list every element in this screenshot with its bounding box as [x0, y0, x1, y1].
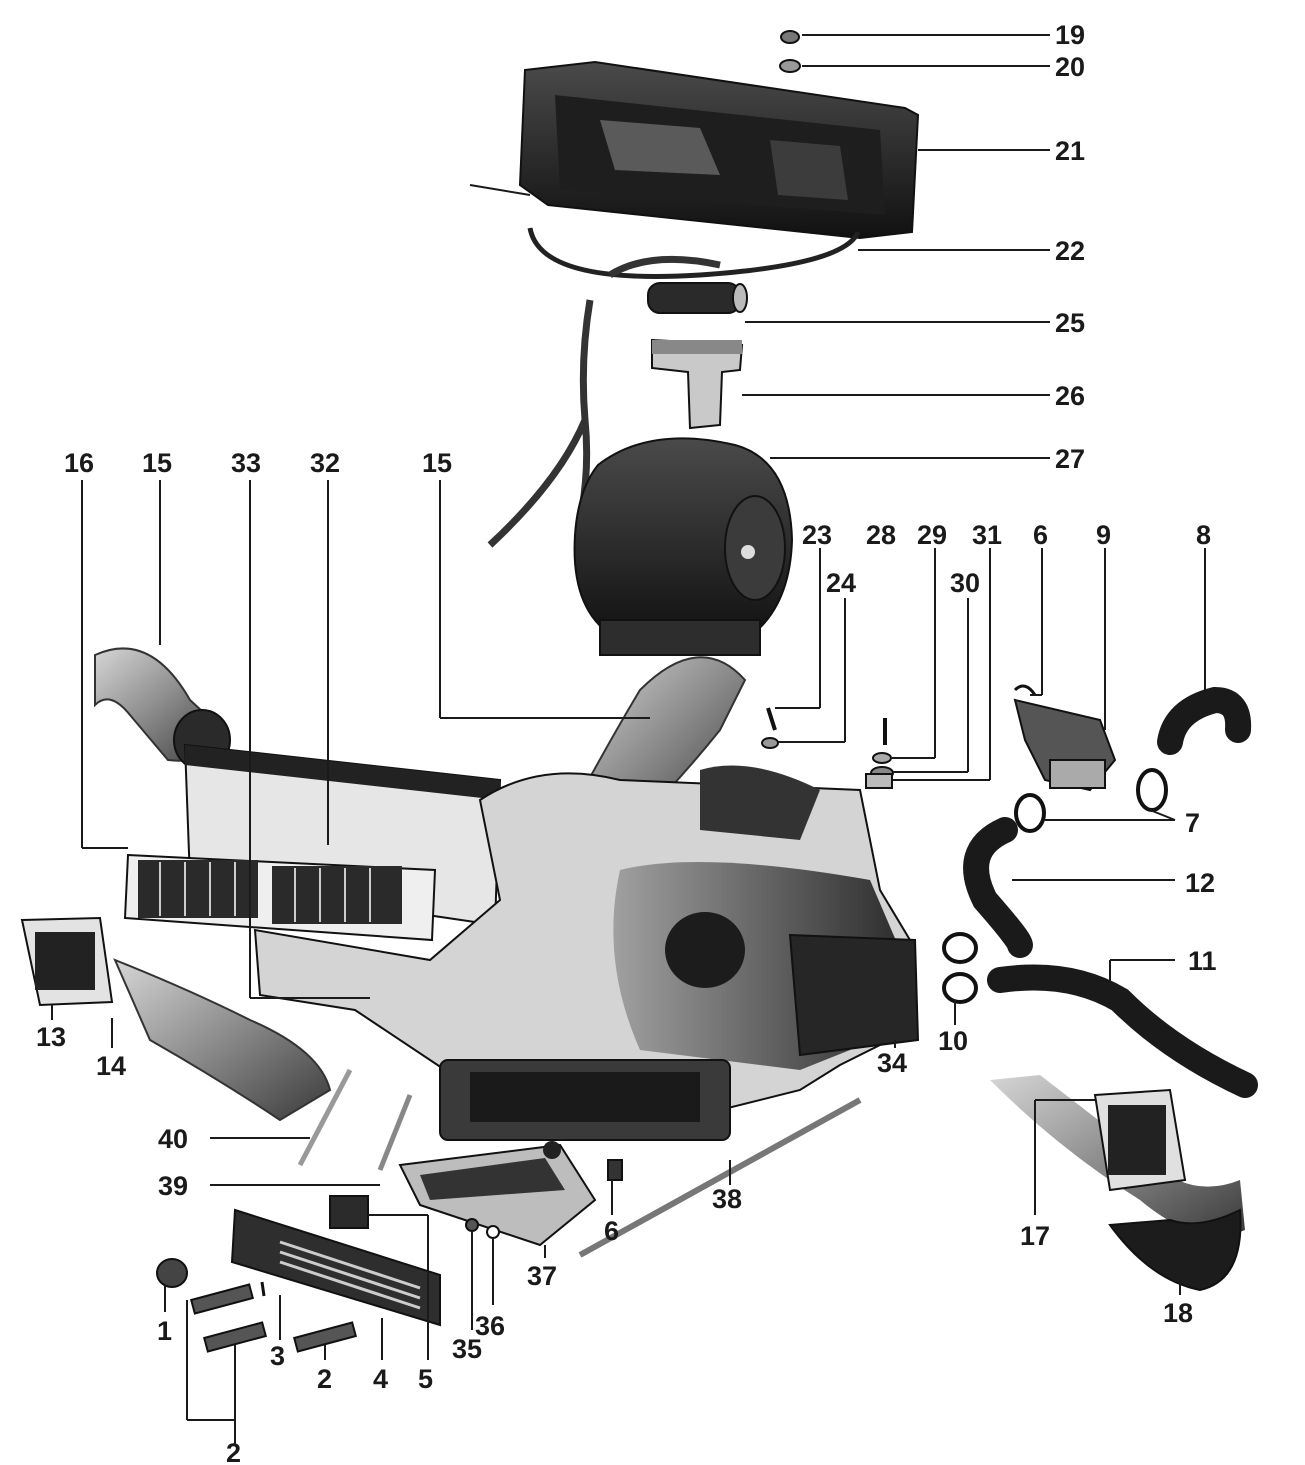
callout-14: 14 — [96, 1051, 126, 1081]
callout-5: 5 — [418, 1364, 433, 1394]
callout-13: 13 — [36, 1022, 66, 1052]
part-valve-9 — [1013, 698, 1117, 792]
part-heat-exchanger-34 — [788, 933, 920, 1057]
callout-27: 27 — [1055, 444, 1085, 474]
callout-35: 35 — [452, 1334, 482, 1364]
callout-20: 20 — [1055, 52, 1085, 82]
callout-18: 18 — [1163, 1298, 1193, 1328]
part-screw-19 — [780, 30, 800, 44]
part-clip-6-top — [1013, 684, 1037, 696]
part-clip-6-bottom — [607, 1159, 623, 1181]
callout-3: 3 — [270, 1341, 285, 1371]
part-air-box-21 — [469, 60, 920, 240]
callout-23: 23 — [802, 520, 832, 550]
callout-33: 33 — [231, 448, 261, 478]
part-knob-1 — [156, 1258, 188, 1288]
callout-17: 17 — [1020, 1221, 1050, 1251]
part-heater-housing — [253, 765, 911, 1141]
callout-31: 31 — [972, 520, 1002, 550]
part-hose-12 — [963, 817, 1033, 958]
part-nut-31 — [865, 773, 893, 789]
part-clamp-10-lower — [942, 972, 978, 1004]
callout-39: 39 — [158, 1171, 188, 1201]
callout-1: 1 — [157, 1316, 172, 1346]
part-cable-39 — [377, 1094, 413, 1171]
callout-36: 36 — [475, 1311, 505, 1341]
part-bracket-26 — [651, 338, 744, 430]
part-blower-27 — [573, 437, 794, 656]
callout-38: 38 — [712, 1184, 742, 1214]
part-cable-40 — [297, 1068, 353, 1167]
part-screw-35 — [465, 1218, 479, 1232]
part-seal-22 — [527, 227, 861, 279]
part-washer-20 — [779, 59, 801, 73]
callout-2-bottom: 2 — [226, 1438, 241, 1465]
part-slider-2c — [292, 1321, 358, 1353]
callout-12: 12 — [1185, 868, 1215, 898]
callout-7: 7 — [1185, 808, 1200, 838]
callout-4: 4 — [373, 1364, 388, 1394]
callout-15-center: 15 — [422, 448, 452, 478]
callout-34: 34 — [877, 1048, 907, 1078]
callout-29: 29 — [917, 520, 947, 550]
part-resistor-25 — [647, 282, 748, 314]
part-washer-36 — [486, 1225, 500, 1239]
part-slider-2b — [202, 1321, 268, 1353]
callout-32: 32 — [310, 448, 340, 478]
callout-16: 16 — [64, 448, 94, 478]
part-screw-23 — [766, 707, 777, 731]
callout-8: 8 — [1196, 520, 1211, 550]
callout-6-bottom: 6 — [604, 1216, 619, 1246]
callout-24: 24 — [826, 568, 856, 598]
callout-11: 11 — [1188, 946, 1217, 976]
callout-40: 40 — [158, 1124, 188, 1154]
part-washer-29 — [872, 752, 892, 764]
callout-6-top: 6 — [1033, 520, 1048, 550]
part-clamp-7-left — [1014, 793, 1046, 833]
part-slider-2a — [189, 1283, 255, 1315]
leader-lines — [51, 34, 1206, 1445]
part-switch-5 — [329, 1195, 369, 1229]
callout-labels: 19 20 21 22 25 26 27 16 15 33 32 15 23 2… — [36, 20, 1217, 1465]
callout-28: 28 — [866, 520, 896, 550]
callout-15-left: 15 — [142, 448, 172, 478]
part-washer-24 — [761, 737, 779, 749]
part-control-bracket-37 — [398, 1141, 597, 1247]
part-hose-11 — [987, 964, 1258, 1098]
callout-9: 9 — [1096, 520, 1111, 550]
part-screw-3 — [260, 1281, 266, 1297]
part-cable-38 — [578, 1097, 862, 1258]
part-side-vent-13-14 — [20, 916, 332, 1122]
callout-26: 26 — [1055, 381, 1085, 411]
part-vent-panel-16-32-33 — [123, 743, 502, 942]
callout-10: 10 — [938, 1026, 968, 1056]
part-clamp-7-right — [1136, 768, 1168, 812]
callout-30: 30 — [950, 568, 980, 598]
part-side-vent-17-18 — [990, 1075, 1245, 1292]
part-clamp-10-upper — [942, 932, 978, 964]
callout-21: 21 — [1055, 136, 1085, 166]
callout-37: 37 — [527, 1261, 557, 1291]
callout-2-middle: 2 — [317, 1364, 332, 1394]
callout-25: 25 — [1055, 308, 1085, 338]
part-control-panel-4 — [230, 1208, 441, 1327]
part-hose-8 — [1157, 686, 1252, 755]
callout-19: 19 — [1055, 20, 1085, 50]
callout-22: 22 — [1055, 236, 1085, 266]
parts-illustration — [20, 30, 1258, 1353]
